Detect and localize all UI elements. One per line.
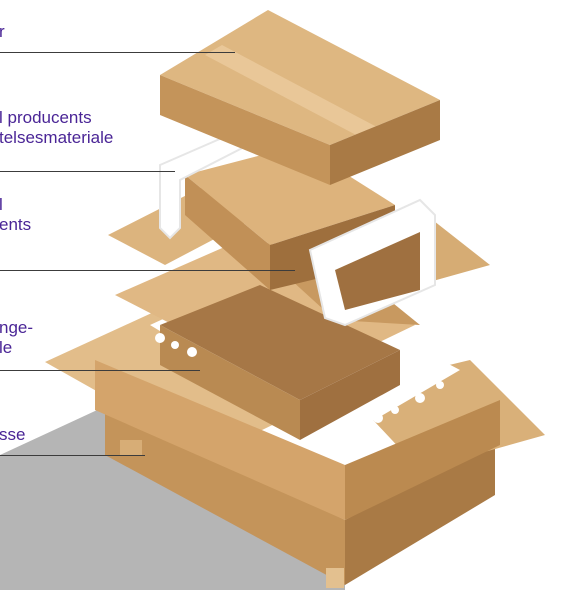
label-lid: r <box>0 22 5 42</box>
label-product-box-line1: l <box>0 195 3 214</box>
loose-fill <box>155 333 444 429</box>
leader-line-lid <box>0 52 235 53</box>
leader-line-product-box <box>0 270 295 271</box>
label-protective-material-line1: l producents <box>0 108 92 127</box>
label-outer-box: sse <box>0 425 25 445</box>
leader-line-outer-box <box>0 455 145 456</box>
label-inner-packaging-line2: le <box>0 338 13 357</box>
label-protective-material: l producents telsesmateriale <box>0 108 113 148</box>
label-inner-packaging: nge- le <box>0 318 33 358</box>
leader-line-inner-packaging <box>0 370 200 371</box>
label-inner-packaging-line1: nge- <box>0 318 34 337</box>
label-protective-material-line2: telsesmateriale <box>0 128 114 147</box>
label-product-box: l ents <box>0 195 31 235</box>
floor-shadow <box>0 405 345 590</box>
label-outer-box-line1: sse <box>0 425 26 444</box>
lid <box>160 10 440 185</box>
label-lid-line1: r <box>0 22 5 41</box>
label-product-box-line2: ents <box>0 215 32 234</box>
protective-corners <box>159 126 436 327</box>
leader-line-protective-material <box>0 171 175 172</box>
